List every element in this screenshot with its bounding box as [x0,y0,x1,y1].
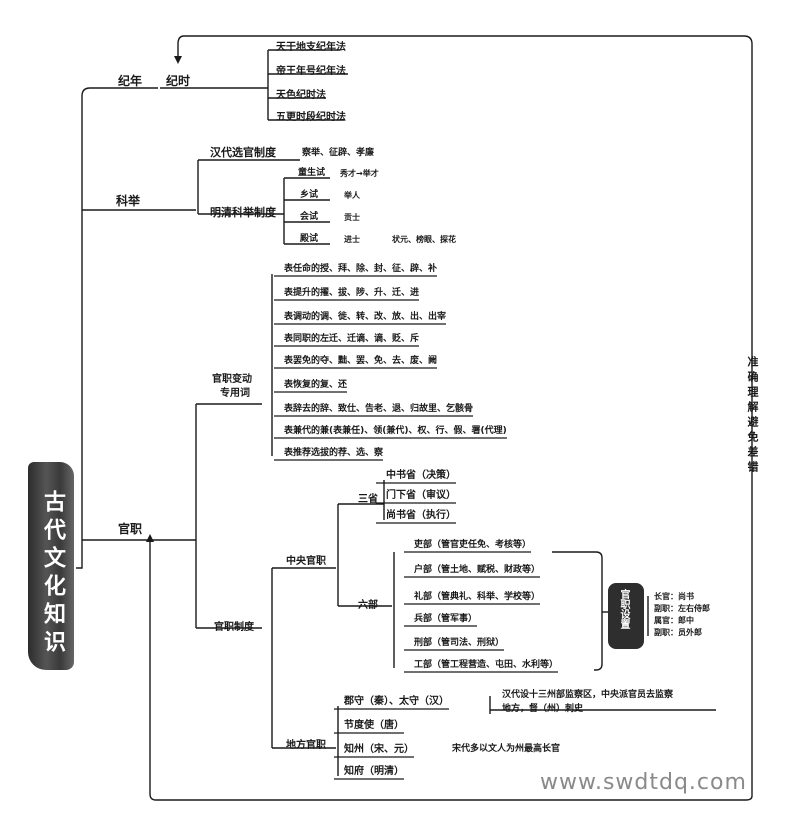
liubu-item: 工部（管工程营造、屯田、水利等） [414,660,559,670]
side-note-label: 准确理解避免差错 [746,356,759,476]
central-label: 中央官职 [286,556,326,567]
local-item: 郡守（秦）、太守（汉） [344,696,449,707]
change-item: 表兼代的兼(表兼任)、领(兼代)、权、行、假、署(代理) [284,426,507,436]
change-label-line1: 官职变动 [212,374,252,385]
change-item-underlines [274,275,507,461]
change-item: 表调动的调、徙、转、改、放、出、出宰 [284,312,447,322]
exam-name-2: 乡试 [300,190,319,200]
sansheng-item: 中书省（决策） [386,470,456,481]
local-item: 知州（宋、元） [344,744,414,755]
official-role: 副职：左右侍郎 [654,604,710,613]
jishi-label: 纪时 [166,74,191,88]
change-item: 表推荐选拔的荐、选、察 [284,448,384,458]
han-system-detail: 察举、征辟、孝廉 [302,148,375,158]
feedback-arrow-head [174,56,182,64]
liubu-item-underlines [334,482,558,780]
sansheng-label: 三省 [358,494,378,505]
exam-result-4: 进士 [344,235,360,244]
local-han-note-2: 地方，督（州）刺史 [502,704,584,714]
liubu-item: 兵部（管军事） [414,614,478,624]
official-role: 副职：员外郎 [654,628,702,637]
change-item: 表任命的授、拜、除、封、征、辟、补 [284,264,438,274]
change-item: 表辞去的辞、致仕、告老、退、归故里、乞骸骨 [284,404,474,414]
sansheng-item: 门下省（审议） [386,490,456,501]
liubu-item: 礼部（管典礼、科举、学校等） [414,592,541,602]
change-label-line2: 专用词 [220,388,250,399]
local-item: 知府（明清） [344,766,404,777]
exam-name-3: 会试 [300,212,319,222]
watermark: www.swdtdq.com [540,770,747,795]
root-node-title: 古代文化知识 [40,490,65,658]
jinian-label: 纪年 [118,74,143,88]
change-item: 表罢免的夺、黜、罢、免、去、废、阙 [284,356,438,366]
jinian-item-2: 帝王年号纪年法 [276,66,346,77]
local-label: 地方官职 [286,740,326,751]
change-item: 表同职的左迁、迁谪、谪、贬、斥 [284,334,420,344]
local-item: 节度使（唐） [344,720,404,731]
mingqing-system-label: 明清科举制度 [210,206,276,219]
exam-result-2: 举人 [344,191,360,200]
jinian-item-1: 天干地支纪年法 [276,42,346,53]
liubu-item: 吏部（管官吏任免、考核等） [414,540,532,550]
local-han-note-1: 汉代设十三州部监察区，中央派官员去监察 [502,690,674,700]
officials-label: 官职设置 [618,589,629,629]
exam-extra-4: 状元、榜眼、探花 [392,235,456,244]
system-label: 官职制度 [214,622,254,633]
guanzhi-arrow-head [146,534,154,542]
keju-label: 科举 [116,194,141,208]
official-role: 长官：尚书 [654,592,694,601]
change-item: 表提升的擢、拔、陟、升、迁、进 [284,288,420,298]
official-role: 属官：郎中 [654,616,694,625]
officials-node-background [608,583,644,649]
change-item: 表恢复的复、还 [284,380,348,390]
root-trunk-line [76,87,158,569]
guanzhi-label: 官职 [118,522,143,536]
liubu-item: 刑部（管司法、刑狱） [414,638,505,648]
exam-name-4: 殿试 [300,234,319,244]
exam-result-3: 贡士 [344,213,360,222]
han-system-label: 汉代选官制度 [210,146,276,159]
liubu-frame [552,551,603,671]
local-song-note: 宋代多以文人为州最高长官 [452,744,561,754]
liubu-label: 六部 [358,600,378,611]
liubu-item: 户部（管土地、赋税、财政等） [414,565,541,575]
root-node-background [28,462,74,670]
feedback-arrow-top [177,35,185,58]
jinian-item-3: 天色纪时法 [276,90,326,101]
exam-result-1: 秀才→举才 [340,169,379,178]
jinian-item-4: 五更时段纪时法 [276,112,346,123]
exam-name-1: 童生试 [298,168,326,178]
sansheng-item: 尚书省（执行） [386,510,456,521]
feedback-loop-line [149,35,753,801]
